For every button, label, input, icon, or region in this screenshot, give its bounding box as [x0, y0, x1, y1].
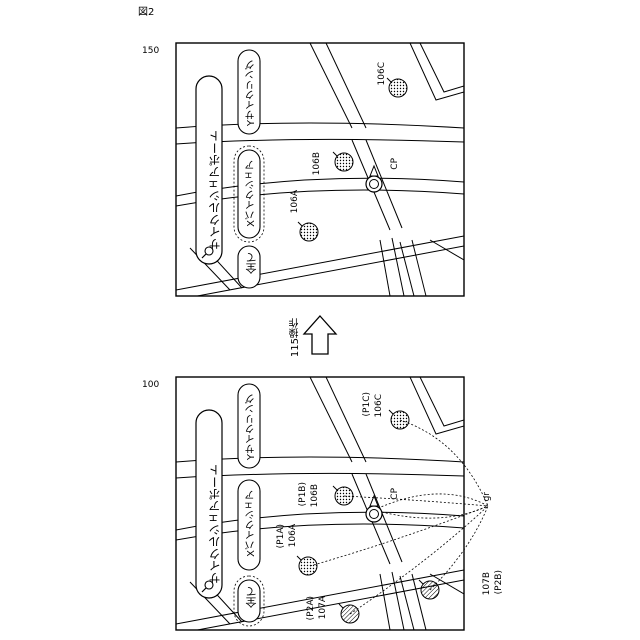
- bottom-label-106a: 106A: [288, 524, 298, 547]
- bottom-search-text[interactable]: サイクルシェアポート: [206, 464, 223, 584]
- bottom-btn-y-label[interactable]: Yサイクリング: [244, 394, 259, 460]
- bottom-label-cp: CP: [390, 488, 400, 500]
- bottom-btn-x-label[interactable]: Xバイクシェア: [244, 490, 259, 557]
- bottom-label-107b: 107B: [482, 572, 492, 595]
- bottom-label-p2a: (P2A): [306, 596, 316, 620]
- bottom-label-p2b: (P2B): [494, 570, 504, 594]
- bottom-label-p1c: (P1C): [362, 392, 372, 416]
- bottom-label-p1b: (P1B): [298, 482, 308, 506]
- bottom-label-107a: 107A: [318, 596, 328, 619]
- bottom-label-106b: 106B: [310, 484, 320, 507]
- bottom-btn-all-label[interactable]: 全て: [244, 586, 260, 608]
- bottom-label-p1a: (P1A): [276, 524, 286, 548]
- bottom-label-106c: 106C: [374, 394, 384, 417]
- bottom-label-gr: gr: [482, 492, 492, 501]
